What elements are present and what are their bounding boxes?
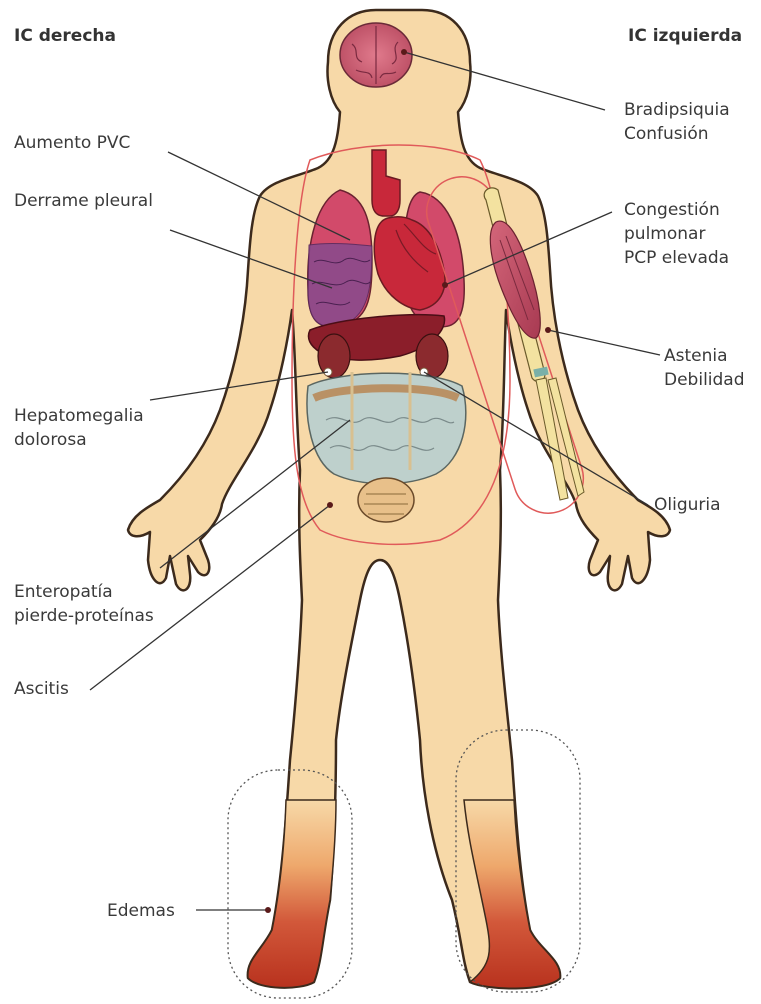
label-congestion-line3: PCP elevada bbox=[624, 246, 729, 270]
label-congestion-line2: pulmonar bbox=[624, 222, 729, 246]
right-kidney bbox=[318, 334, 350, 378]
label-congestion-line1: Congestión bbox=[624, 198, 729, 222]
label-astenia-line2: Debilidad bbox=[664, 368, 745, 392]
label-edemas: Edemas bbox=[107, 899, 175, 923]
header-left-hf: IC izquierda bbox=[628, 24, 742, 48]
label-bradipsiquia: Bradipsiquia Confusión bbox=[624, 98, 730, 146]
label-aumento-pvc: Aumento PVC bbox=[14, 131, 130, 155]
bladder bbox=[358, 478, 414, 522]
label-hepatomegalia: Hepatomegalia dolorosa bbox=[14, 404, 144, 452]
label-hepatomegalia-line1: Hepatomegalia bbox=[14, 404, 144, 428]
leader-astenia bbox=[548, 330, 660, 355]
label-enteropatia-line2: pierde-proteínas bbox=[14, 604, 154, 628]
label-ascitis: Ascitis bbox=[14, 677, 69, 701]
label-congestion: Congestión pulmonar PCP elevada bbox=[624, 198, 729, 270]
label-bradipsiquia-line1: Bradipsiquia bbox=[624, 98, 730, 122]
label-enteropatia-line1: Enteropatía bbox=[14, 580, 154, 604]
label-enteropatia: Enteropatía pierde-proteínas bbox=[14, 580, 154, 628]
label-derrame-pleural: Derrame pleural bbox=[14, 189, 153, 213]
label-oliguria: Oliguria bbox=[654, 493, 721, 517]
label-hepatomegalia-line2: dolorosa bbox=[14, 428, 144, 452]
label-astenia-line1: Astenia bbox=[664, 344, 745, 368]
label-bradipsiquia-line2: Confusión bbox=[624, 122, 730, 146]
header-right-hf: IC derecha bbox=[14, 24, 116, 48]
label-astenia: Astenia Debilidad bbox=[664, 344, 745, 392]
right-leg-edema bbox=[248, 800, 336, 988]
